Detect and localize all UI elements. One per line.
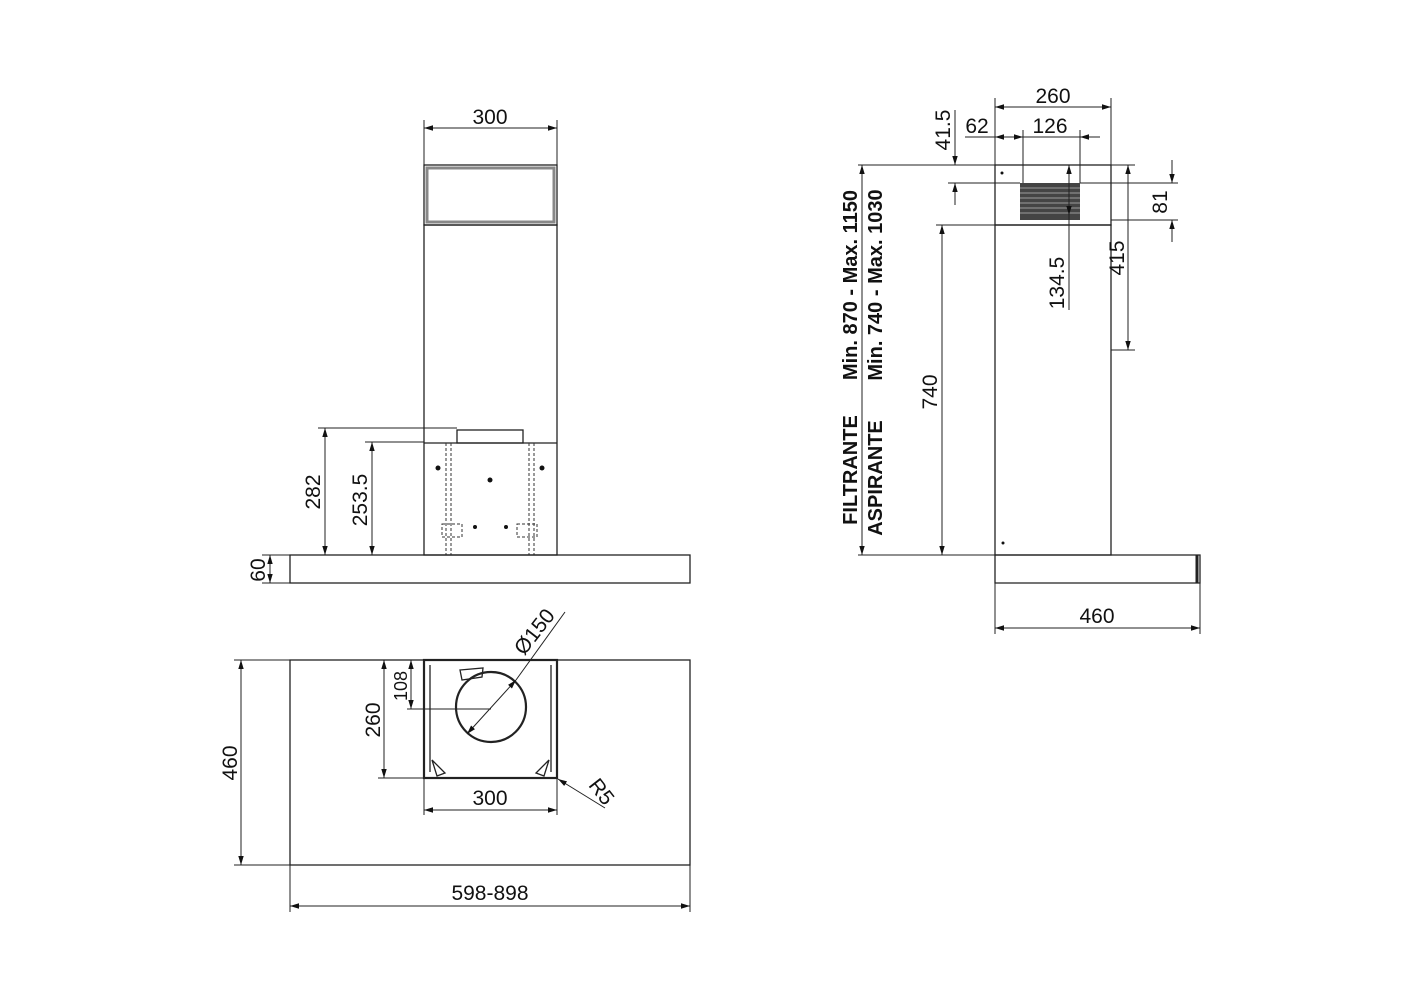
dim-62: 62 — [965, 115, 988, 138]
dim-260: 260 — [362, 702, 385, 737]
dim-108: 108 — [391, 671, 411, 701]
front-view: 300 282 253.5 60 — [247, 106, 691, 584]
dim-corner-radius: R5 — [584, 774, 619, 809]
dim-motor-width: 300 — [472, 787, 507, 810]
vent-grille — [1020, 183, 1080, 220]
aspirante-range: Min. 740 - Max. 1030 — [865, 189, 887, 380]
dim-width-range: 598-898 — [451, 882, 528, 905]
motor-box — [422, 658, 559, 780]
dim-126: 126 — [1032, 115, 1067, 138]
motor-top — [456, 429, 524, 444]
canopy — [289, 554, 691, 584]
side-view: 260 62 126 41.5 FILTRANTE Min. 870 - Max… — [840, 85, 1201, 634]
dim-134-5: 134.5 — [1046, 257, 1069, 310]
duct-outlet — [454, 670, 528, 744]
chimney-lower — [423, 224, 558, 556]
dim-duct-diameter: Ø150 — [510, 605, 560, 660]
aspirante-label: ASPIRANTE — [865, 420, 887, 536]
filtrante-label: FILTRANTE — [840, 415, 862, 525]
dim-60: 60 — [247, 558, 270, 581]
canopy-top — [289, 659, 691, 866]
dim-depth-460: 460 — [219, 745, 242, 780]
dim-81: 81 — [1149, 190, 1172, 213]
dim-chimney-width: 300 — [472, 106, 507, 129]
dim-side-260: 260 — [1035, 85, 1070, 108]
dim-415: 415 — [1106, 240, 1129, 275]
top-view: 460 260 108 Ø150 300 R5 598-898 — [219, 605, 691, 912]
dim-740: 740 — [919, 374, 942, 409]
dim-41-5: 41.5 — [932, 110, 955, 151]
dim-253-5: 253.5 — [349, 474, 372, 527]
dim-side-460: 460 — [1079, 605, 1114, 628]
dim-282: 282 — [302, 474, 325, 509]
filtrante-range: Min. 870 - Max. 1150 — [840, 190, 862, 380]
chimney-upper — [423, 164, 558, 226]
